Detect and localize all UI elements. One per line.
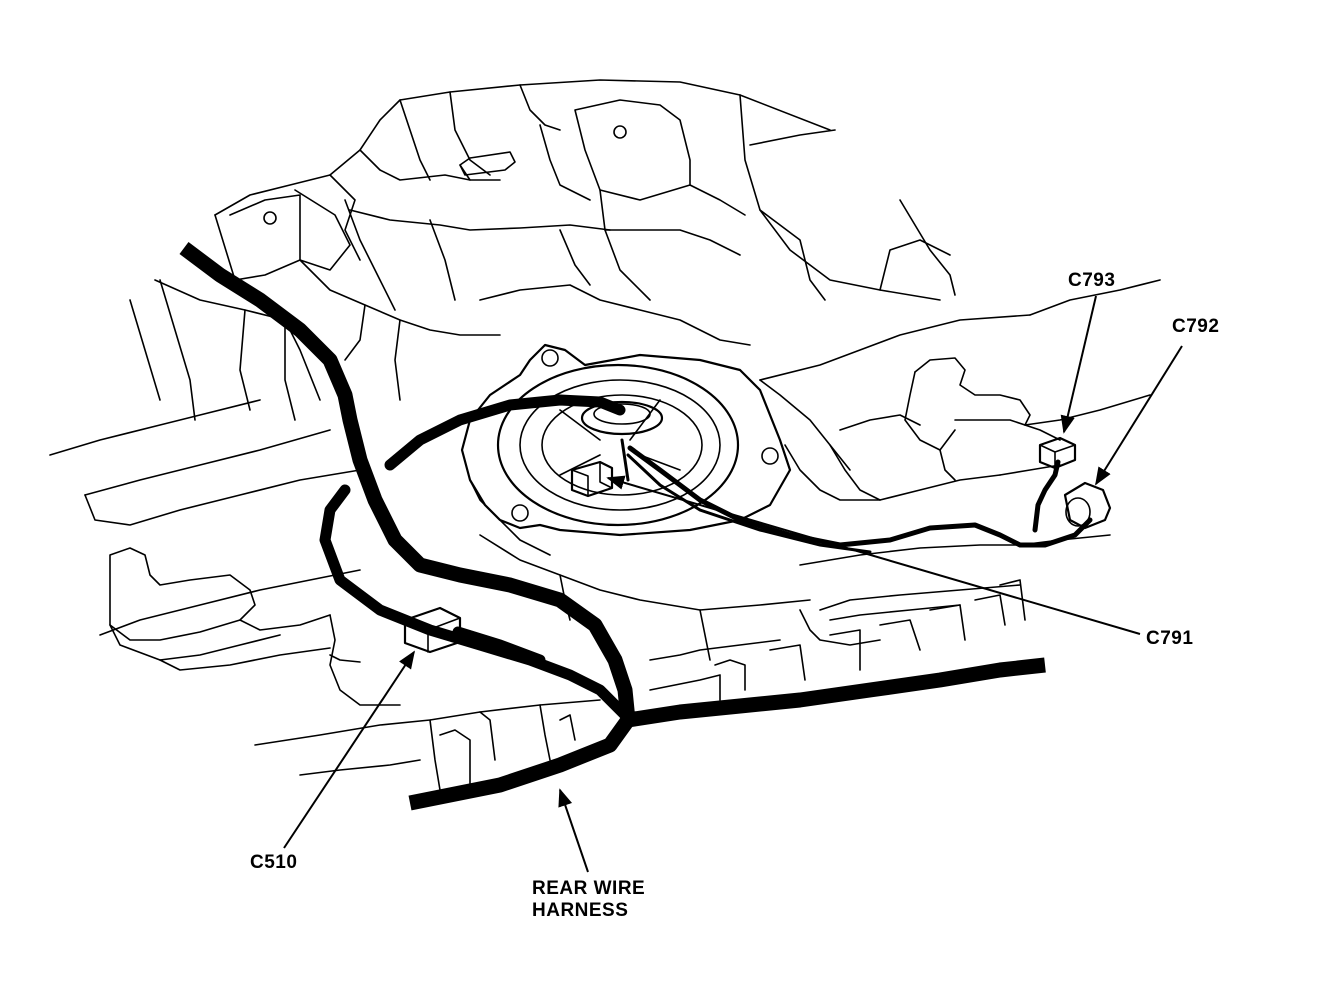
connector-c793 [1038, 436, 1077, 470]
label-rear-wire-harness: REAR WIRE HARNESS [532, 878, 645, 922]
fuel-pump-flange [460, 343, 792, 537]
label-harness-line1: REAR WIRE [532, 878, 646, 899]
label-c793: C793 [1068, 270, 1116, 291]
label-c791: C791 [1146, 628, 1194, 649]
connector-c792 [1063, 481, 1112, 530]
leader-lines [283, 295, 1183, 873]
floor-pan-structure [49, 79, 1161, 796]
label-c792: C792 [1172, 316, 1220, 337]
label-c510: C510 [250, 852, 298, 873]
connector-c510 [403, 606, 462, 654]
rear-wire-harness [179, 242, 1093, 811]
label-harness-line2: HARNESS [532, 900, 629, 921]
